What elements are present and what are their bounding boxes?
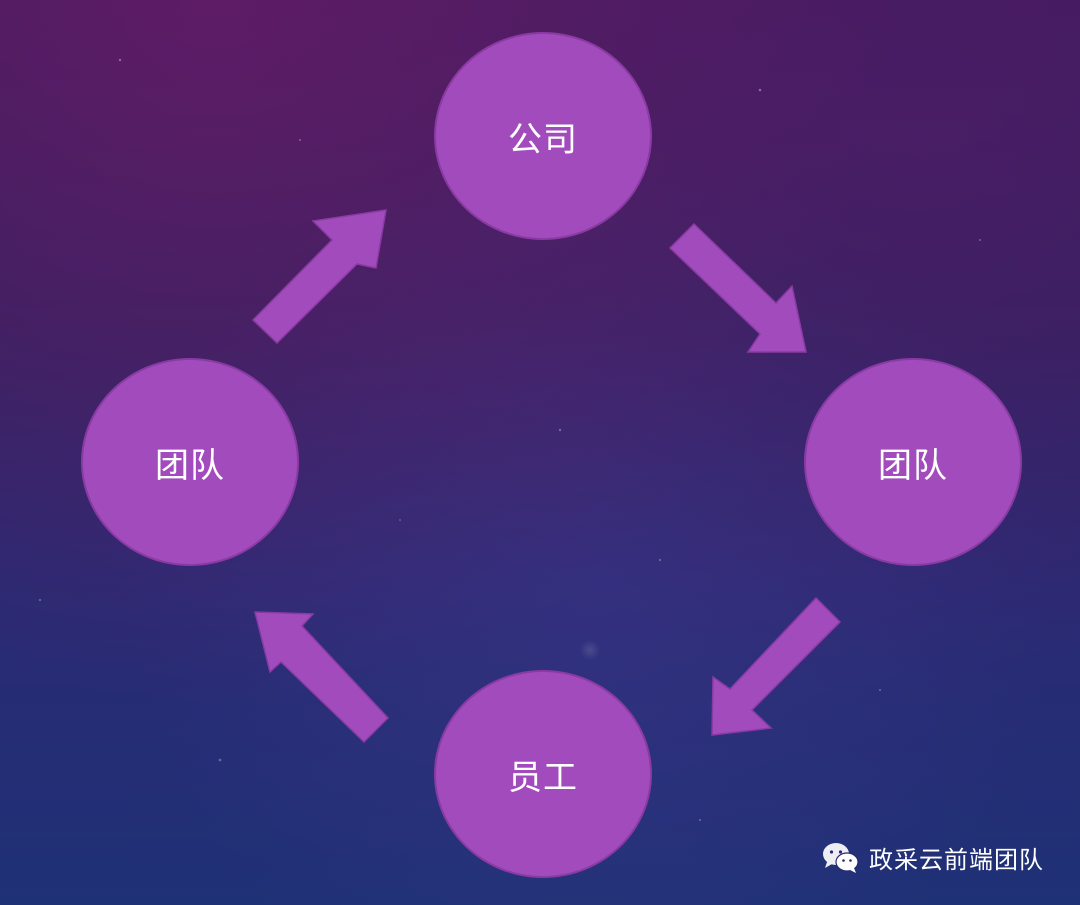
node-team-right: 团队 <box>804 358 1022 566</box>
node-employee-label: 员工 <box>508 757 578 798</box>
node-team-right-label: 团队 <box>878 445 948 486</box>
node-company: 公司 <box>434 32 652 240</box>
node-team-left: 团队 <box>81 358 299 566</box>
arrow-bottom-to-left <box>254 611 390 744</box>
background-stars <box>38 58 981 821</box>
node-team-left-label: 团队 <box>155 445 225 486</box>
wechat-icon <box>823 842 859 873</box>
watermark: 政采云前端团队 <box>821 840 1044 875</box>
arrow-right-to-bottom <box>711 596 842 736</box>
node-company-label: 公司 <box>508 119 578 160</box>
arrow-left-to-top <box>251 209 387 345</box>
watermark-text: 政采云前端团队 <box>869 846 1044 874</box>
arrow-top-to-right <box>668 222 807 353</box>
node-employee: 员工 <box>434 670 652 878</box>
